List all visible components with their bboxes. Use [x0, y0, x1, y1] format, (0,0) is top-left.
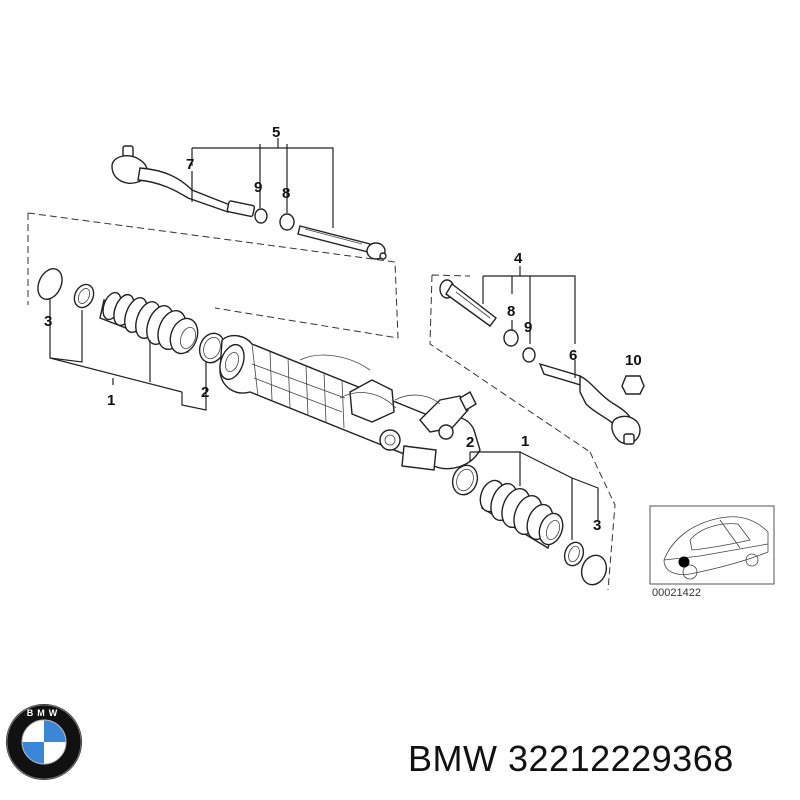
callout-9-right: 9 — [524, 319, 532, 336]
callout-6-right: 6 — [569, 347, 577, 364]
washer-9-top — [254, 208, 268, 224]
bellows-boot-right — [479, 479, 564, 550]
dashed-outline-left — [27, 212, 399, 339]
bmw-logo-letters: BMW — [27, 708, 62, 718]
callout-10-right: 10 — [625, 352, 642, 369]
inset-code: 00021422 — [652, 587, 701, 599]
part-number-label: BMW 32212229368 — [408, 738, 734, 780]
dashed-outline-right — [429, 274, 591, 453]
callout-1-right: 1 — [521, 433, 529, 450]
bmw-logo: BMW — [6, 704, 82, 780]
right-tie-rod-assembly — [439, 266, 645, 445]
callout-2-right: 2 — [466, 434, 474, 451]
vehicle-location-inset — [649, 505, 775, 585]
callout-2-left: 2 — [201, 384, 209, 401]
ring-left — [73, 283, 95, 309]
tie-rod-end-left — [111, 145, 256, 218]
washer-9-right — [522, 347, 536, 363]
right-boot-group — [451, 451, 616, 591]
callout-5-top: 5 — [272, 124, 280, 141]
left-boot-group — [37, 268, 226, 411]
callout-3-right: 3 — [593, 517, 601, 534]
nut-8-top — [279, 213, 295, 231]
callout-7-top: 7 — [186, 156, 194, 173]
inner-tie-rod-right — [439, 279, 497, 327]
clamp-3-right — [580, 554, 608, 586]
inner-tie-rod-top — [297, 225, 387, 260]
callout-8-right: 8 — [507, 303, 515, 320]
bellows-boot-left — [99, 291, 199, 355]
part-number: 32212229368 — [508, 738, 734, 779]
tie-rod-end-right — [538, 362, 641, 445]
callout-3-left: 3 — [44, 313, 52, 330]
brand-name: BMW — [408, 738, 498, 779]
nut-10 — [621, 375, 645, 395]
location-dot — [678, 556, 690, 568]
callout-9-top: 9 — [254, 179, 262, 196]
nut-8-right — [503, 329, 519, 347]
callout-4-right: 4 — [514, 250, 523, 267]
clamp-3-left — [37, 268, 63, 300]
clamp-2-right — [451, 464, 479, 496]
steering-rack-housing — [219, 334, 481, 471]
callout-1-left: 1 — [107, 392, 115, 409]
callout-8-top: 8 — [282, 185, 290, 202]
left-tie-rod-assembly — [111, 138, 387, 260]
